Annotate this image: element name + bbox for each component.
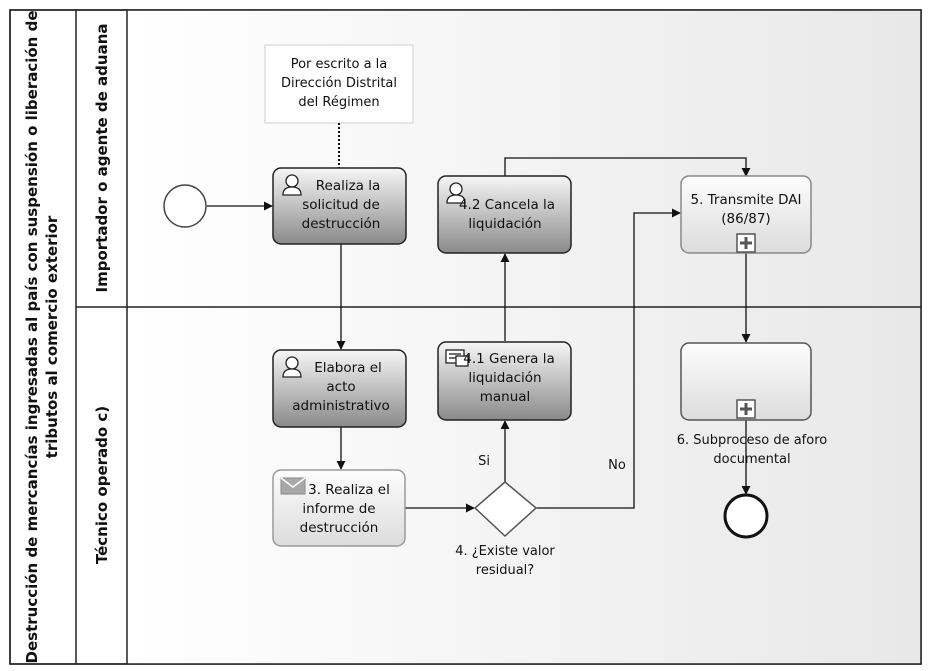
task-realiza-informe — [272, 469, 406, 547]
pool-outline — [9, 9, 922, 665]
gateway-yes-label: Si — [478, 454, 490, 469]
user-icon — [446, 182, 466, 204]
annotation-line-2: Dirección Distrital — [281, 76, 397, 91]
task-elabora-acto — [272, 349, 407, 428]
annotation-line-3: del Régimen — [298, 95, 379, 110]
start-event — [163, 184, 207, 228]
task-cancela-liquidacion-line-1: 4.2 Cancela la — [459, 197, 555, 213]
lane-title-bottom: Técnico operado c) — [93, 406, 111, 564]
flow-cancela-to-transmite — [504, 157, 751, 177]
task-genera-liquidacion-line-3: manual — [480, 389, 531, 405]
task-genera-liquidacion — [437, 341, 572, 421]
task-elabora-acto-line-3: administrativo — [292, 398, 390, 414]
subprocess-plus-icon — [736, 399, 756, 419]
text-annotation — [264, 44, 414, 124]
task-cancela-liquidacion — [437, 175, 572, 254]
task-realiza-informe-line-1: 3. Realiza el — [308, 482, 390, 498]
gateway-no-label: No — [608, 458, 626, 473]
task-realiza-informe-line-2: informe de — [302, 501, 375, 517]
task-realiza-solicitud — [272, 167, 407, 245]
task-realiza-solicitud-line-1: Realiza la — [316, 178, 381, 194]
task-cancela-liquidacion-line-2: liquidación — [468, 216, 541, 232]
subprocess-aforo-line-1: 6. Subproceso de aforo — [677, 433, 827, 448]
lane-title-top: Importador o agente de aduana — [93, 23, 111, 292]
envelope-icon — [280, 477, 306, 495]
task-transmite-dai-line-1: 5. Transmite DAI — [690, 192, 801, 208]
task-realiza-informe-line-3: destrucción — [300, 520, 379, 536]
gateway-label-line-1: 4. ¿Existe valor — [455, 544, 555, 559]
end-event — [723, 493, 769, 539]
subprocess-plus-icon — [736, 233, 756, 253]
task-genera-liquidacion-line-1: 4.1 Genera la — [463, 351, 555, 367]
task-realiza-solicitud-line-3: destrucción — [302, 216, 381, 232]
task-transmite-dai — [680, 175, 812, 254]
pool-title-line2: tributos al comercio exterior — [43, 215, 61, 458]
exclusive-gateway — [473, 481, 538, 538]
service-task-icon — [445, 349, 469, 367]
user-icon — [282, 356, 302, 378]
flow-gateway-no — [536, 208, 681, 509]
task-transmite-dai-line-2: (86/87) — [721, 211, 770, 227]
task-realiza-solicitud-line-2: solicitud de — [302, 197, 380, 213]
task-elabora-acto-line-1: Elabora el — [314, 360, 382, 376]
subprocess-aforo-documental — [680, 342, 812, 421]
annotation-line-1: Por escrito a la — [291, 57, 388, 72]
gateway-label-line-2: residual? — [476, 563, 534, 578]
task-genera-liquidacion-line-2: liquidación — [468, 370, 541, 386]
user-icon — [282, 174, 302, 196]
subprocess-aforo-line-2: documental — [713, 452, 790, 467]
pool-title-line1: Destrucción de mercancías ingresadas al … — [23, 11, 41, 664]
task-elabora-acto-line-2: acto — [326, 379, 355, 395]
